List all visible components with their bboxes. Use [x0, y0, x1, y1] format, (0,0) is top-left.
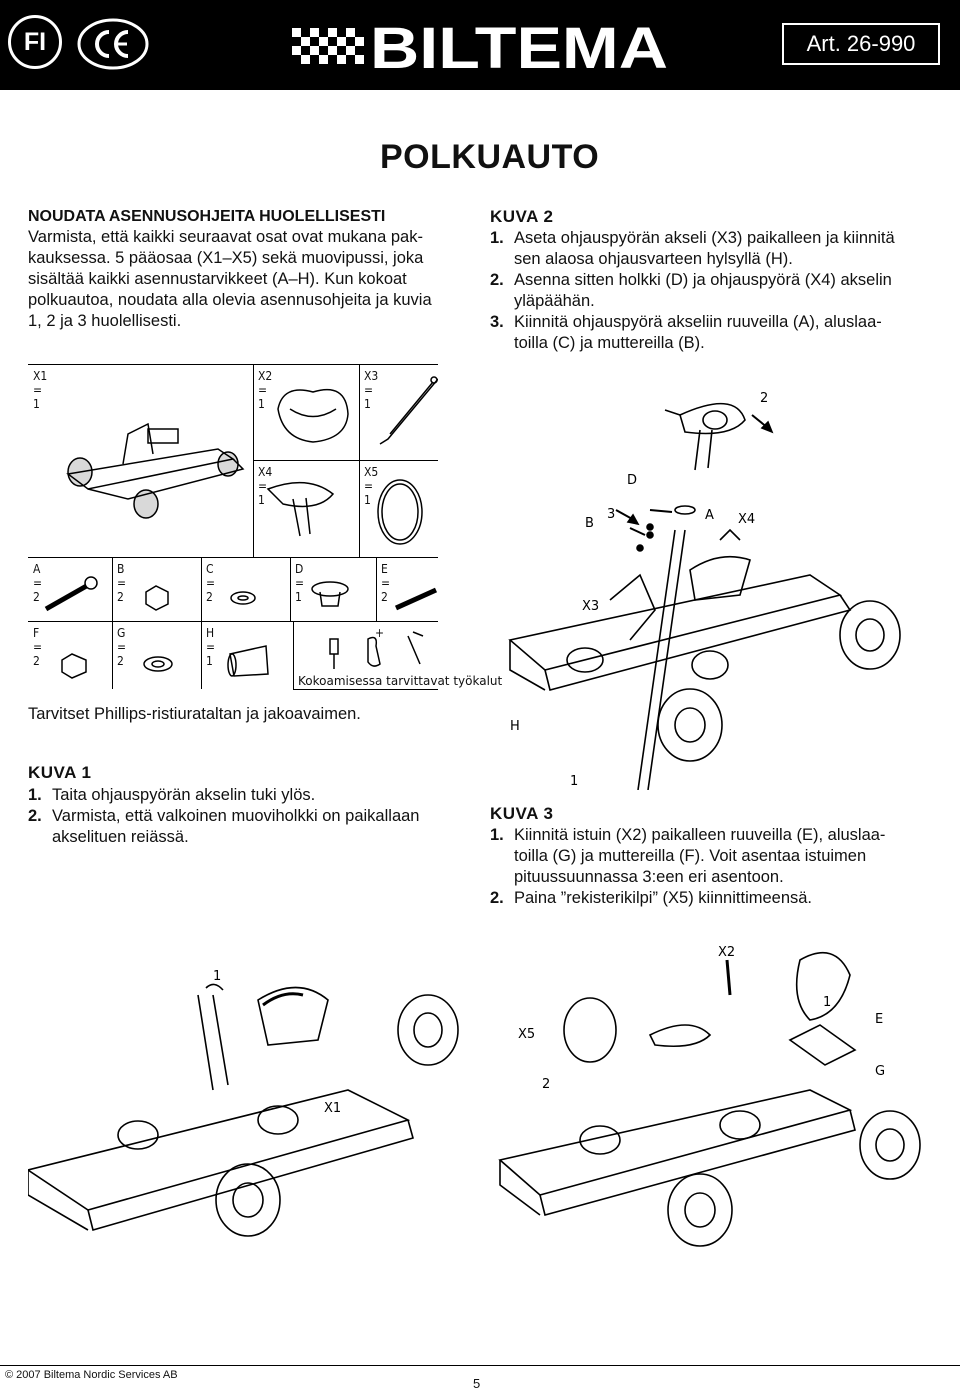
- copyright: © 2007 Biltema Nordic Services AB: [5, 1369, 178, 1381]
- steering-wheel-x4-icon: [266, 481, 335, 537]
- fig3-label-g: G: [875, 1064, 885, 1079]
- screwdriver-icon: [329, 638, 339, 669]
- plus-sign: +: [375, 626, 385, 640]
- bushing-d-icon: [311, 581, 349, 607]
- kuva2-steps: 1.Aseta ohjauspyörän akseli (X3) paikall…: [490, 228, 940, 354]
- sleeve-h-icon: [227, 645, 269, 677]
- intro-heading: NOUDATA ASENNUSOHJEITA HUOLELLISESTI: [28, 208, 386, 225]
- washer-g-icon: [143, 656, 173, 672]
- part-x1-label: X1 = 1: [33, 369, 48, 411]
- washer-c-icon: [230, 591, 256, 605]
- kuva1-step: 1.Taita ohjauspyörän akselin tuki ylös.: [28, 786, 316, 804]
- kuva1-steps: 1.Taita ohjauspyörän akselin tuki ylös. …: [28, 785, 468, 848]
- parts-drawings: [44, 376, 438, 679]
- intro-section: NOUDATA ASENNUSOHJEITA HUOLELLISESTI Var…: [28, 206, 458, 332]
- figure-3-illustration: X2 1 E X5 2 G: [498, 945, 921, 1247]
- kuva2-step: 2.Asenna sitten holkki (D) ja ohjauspyör…: [490, 271, 892, 310]
- seat-x2-icon: [277, 388, 349, 443]
- kuva1-heading: KUVA 1: [28, 763, 92, 782]
- figure-2-illustration: 2 D 3 B A X4 X3 H 1: [508, 391, 901, 790]
- kuva2-heading: KUVA 2: [490, 207, 554, 226]
- kuva3-step: 1.Kiinnitä istuin (X2) paikalleen ruuvei…: [490, 826, 886, 886]
- fig3-label-x2: X2: [718, 945, 735, 960]
- kuva2-step: 1.Aseta ohjauspyörän akseli (X3) paikall…: [490, 229, 895, 268]
- intro-line: polkuautoa, noudata alla olevia asennuso…: [28, 291, 432, 309]
- intro-line: sisältää kaikki asennustarvikkeet (A–H).…: [28, 270, 407, 288]
- fig2-label-1: 1: [570, 774, 578, 789]
- frame-x1-icon: [66, 422, 245, 519]
- part-h-label: H = 1: [206, 626, 216, 668]
- tools-label: Kokoamisessa tarvittavat työkalut: [298, 674, 503, 688]
- screw-e-icon: [394, 587, 438, 611]
- kuva3-heading: KUVA 3: [490, 804, 554, 823]
- footer-divider: [0, 1365, 960, 1366]
- figure-1-illustration: 1 X1: [28, 969, 459, 1237]
- intro-line: Varmista, että kaikki seuraavat osat ova…: [28, 228, 423, 246]
- fig3-label-x5: X5: [518, 1027, 535, 1042]
- ce-mark-icon: [77, 18, 149, 70]
- nut-b-icon: [145, 585, 169, 611]
- fig3-label-1: 1: [823, 995, 831, 1010]
- fig2-label-x3: X3: [582, 599, 599, 614]
- fig2-label-2: 2: [760, 391, 768, 406]
- part-x3-label: X3 = 1: [364, 369, 379, 411]
- part-a-label: A = 2: [33, 562, 43, 604]
- parts-list: X1 = 1 X2 = 1 X3 = 1 X4 = 1 X5 = 1 A = 2…: [28, 364, 438, 694]
- part-g-label: G = 2: [117, 626, 127, 668]
- part-f-label: F = 2: [33, 626, 43, 668]
- kuva3-steps: 1.Kiinnitä istuin (X2) paikalleen ruuvei…: [490, 825, 940, 909]
- svg-text:BILTEMA: BILTEMA: [370, 16, 668, 76]
- fig2-label-h: H: [510, 719, 520, 734]
- fig3-label-e: E: [875, 1012, 883, 1027]
- fig2-label-b: B: [585, 516, 594, 531]
- fig2-label-a: A: [705, 508, 714, 523]
- fig2-label-3: 3: [607, 507, 615, 522]
- screw-a-icon: [44, 576, 98, 612]
- article-number: Art. 26-990: [782, 23, 940, 65]
- intro-line: 1, 2 ja 3 huolellisesti.: [28, 312, 182, 330]
- part-x2-label: X2 = 1: [258, 369, 273, 411]
- fig1-label-x1: X1: [324, 1101, 341, 1116]
- kuva3-step: 2.Paina ”rekisterikilpi” (X5) kiinnittim…: [490, 889, 813, 907]
- page-title: POLKUAUTO: [380, 138, 600, 176]
- part-c-label: C = 2: [206, 562, 216, 604]
- language-badge: FI: [8, 15, 62, 69]
- fig2-label-x4: X4: [738, 512, 755, 527]
- page-number: 5: [473, 1376, 481, 1391]
- hex-key-icon: [407, 631, 424, 665]
- wrench-icon: [367, 636, 381, 667]
- license-plate-x5-icon: [377, 479, 423, 545]
- part-e-label: E = 2: [381, 562, 391, 604]
- part-x4-label: X4 = 1: [258, 465, 273, 507]
- fig2-label-d: D: [627, 473, 637, 488]
- nut-f-icon: [61, 653, 87, 679]
- fig3-label-2: 2: [542, 1077, 550, 1092]
- intro-line: kauksessa. 5 pääosaa (X1–X5) sekä muovip…: [28, 249, 424, 267]
- biltema-logo: BILTEMA: [292, 16, 668, 76]
- part-d-label: D = 1: [295, 562, 305, 604]
- fig1-label-1: 1: [213, 969, 221, 984]
- kuva2-step: 3.Kiinnitä ohjauspyörä akseliin ruuveill…: [490, 313, 882, 352]
- part-x5-label: X5 = 1: [364, 465, 379, 507]
- part-b-label: B = 2: [117, 562, 127, 604]
- header-bar: FI BILTEMA Art. 26-990: [0, 0, 960, 90]
- steering-shaft-x3-icon: [379, 376, 438, 445]
- kuva1-step: 2.Varmista, että valkoinen muoviholkki o…: [28, 807, 420, 846]
- tools-note: Tarvitset Phillips-ristiurataltan ja jak…: [28, 705, 361, 723]
